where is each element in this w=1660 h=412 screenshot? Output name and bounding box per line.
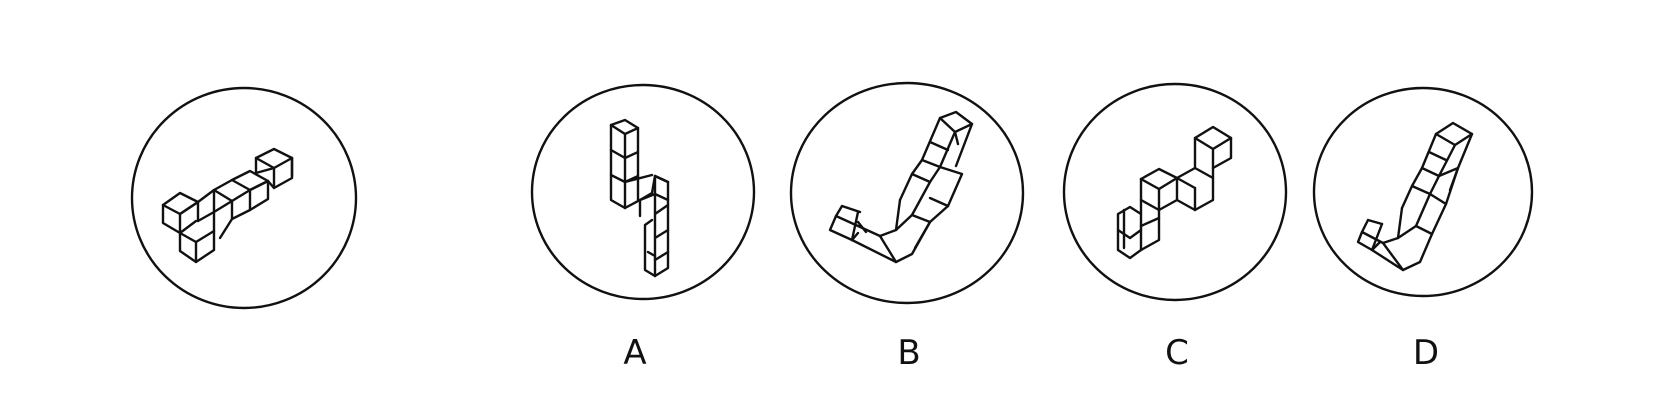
option-d-label[interactable]: D xyxy=(1412,333,1440,373)
option-b-cube-shape xyxy=(828,110,974,264)
option-c-label[interactable]: C xyxy=(1165,333,1189,373)
option-b-circle xyxy=(789,81,1025,305)
option-a-cube-shape xyxy=(609,118,670,278)
reference-cube-shape xyxy=(161,147,294,264)
option-c-panel xyxy=(1062,82,1288,302)
option-c-circle xyxy=(1062,82,1288,302)
reference-panel xyxy=(130,86,358,310)
option-c-cube-shape xyxy=(1116,125,1233,260)
reference-circle xyxy=(130,86,358,310)
option-a-circle xyxy=(530,83,756,301)
option-a-label[interactable]: A xyxy=(623,333,647,373)
option-b-panel xyxy=(789,81,1025,305)
option-d-panel xyxy=(1312,86,1534,298)
option-a-panel xyxy=(530,83,756,301)
option-d-cube-shape xyxy=(1356,121,1474,272)
option-d-circle xyxy=(1312,86,1534,298)
option-b-label[interactable]: B xyxy=(897,333,921,373)
